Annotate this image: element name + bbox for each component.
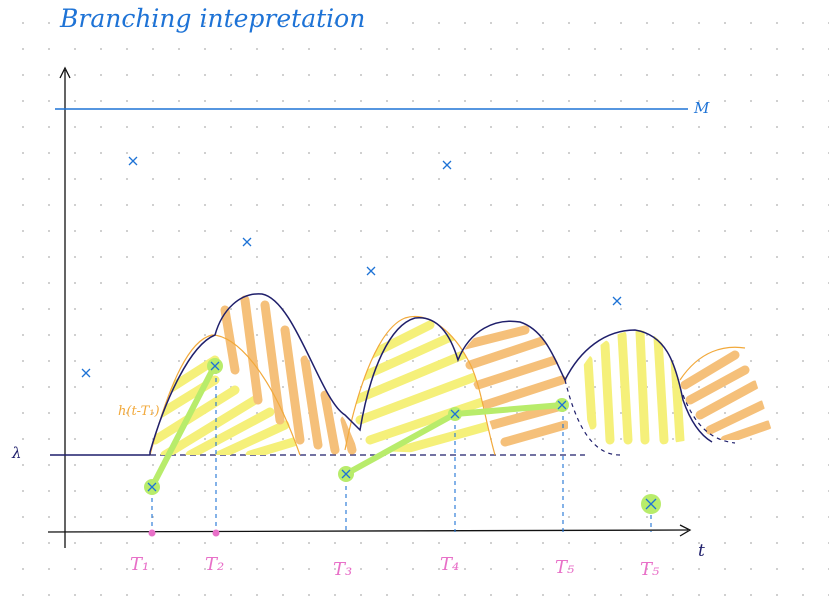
event-x-T3 bbox=[341, 469, 351, 479]
x-axis bbox=[47, 529, 689, 533]
event-x-T6 bbox=[645, 498, 657, 510]
event-x-T2 bbox=[210, 361, 220, 371]
candidate-x-2 bbox=[442, 160, 452, 170]
event-dot-T1 bbox=[148, 529, 156, 537]
event-x-T4 bbox=[450, 409, 460, 419]
axes bbox=[47, 66, 692, 548]
candidate-x-6 bbox=[81, 368, 91, 378]
kernel-curve-1 bbox=[149, 334, 301, 456]
event-dot-T2 bbox=[212, 529, 220, 537]
event-time-labels: T₁ T₂ T₃ T₄ T₅ T₅ bbox=[130, 554, 659, 580]
link-T3-T4 bbox=[343, 411, 458, 477]
intensity-curve bbox=[149, 293, 713, 455]
kernel-curve-3 bbox=[679, 346, 746, 381]
candidate-x-1 bbox=[128, 156, 138, 166]
yellow-hatch-region-3 bbox=[583, 330, 685, 445]
candidate-x-5 bbox=[612, 296, 622, 306]
candidate-x-3 bbox=[242, 237, 252, 247]
link-T1-T2 bbox=[149, 364, 217, 490]
intensity-tail-dashed bbox=[564, 379, 736, 456]
event-label-T4: T₄ bbox=[440, 554, 459, 575]
page-title: Branching intepretation bbox=[60, 4, 366, 33]
event-label-T3: T₃ bbox=[333, 559, 352, 580]
t-axis-label: t bbox=[698, 541, 705, 561]
event-label-T1: T₁ bbox=[130, 554, 149, 575]
link-T4-T5 bbox=[452, 402, 565, 417]
orange-hatch-region-1 bbox=[220, 295, 357, 455]
event-label-T6: T₅ bbox=[640, 559, 659, 580]
orange-hatch-region-3 bbox=[680, 350, 773, 440]
y-axis-arrow bbox=[59, 66, 71, 79]
candidate-points bbox=[81, 156, 657, 510]
candidate-x-4 bbox=[366, 266, 376, 276]
event-label-T2: T₂ bbox=[205, 554, 224, 575]
branching-links bbox=[149, 364, 565, 490]
event-x-T5 bbox=[557, 400, 567, 410]
event-drop-lines bbox=[151, 370, 652, 532]
lambda-label: λ bbox=[11, 444, 22, 462]
event-x-T1 bbox=[147, 482, 157, 492]
x-axis-arrow bbox=[679, 524, 692, 537]
kernel-label: h(t-T₁) bbox=[118, 404, 160, 419]
event-label-T5: T₅ bbox=[555, 557, 574, 578]
m-label: M bbox=[693, 99, 710, 117]
